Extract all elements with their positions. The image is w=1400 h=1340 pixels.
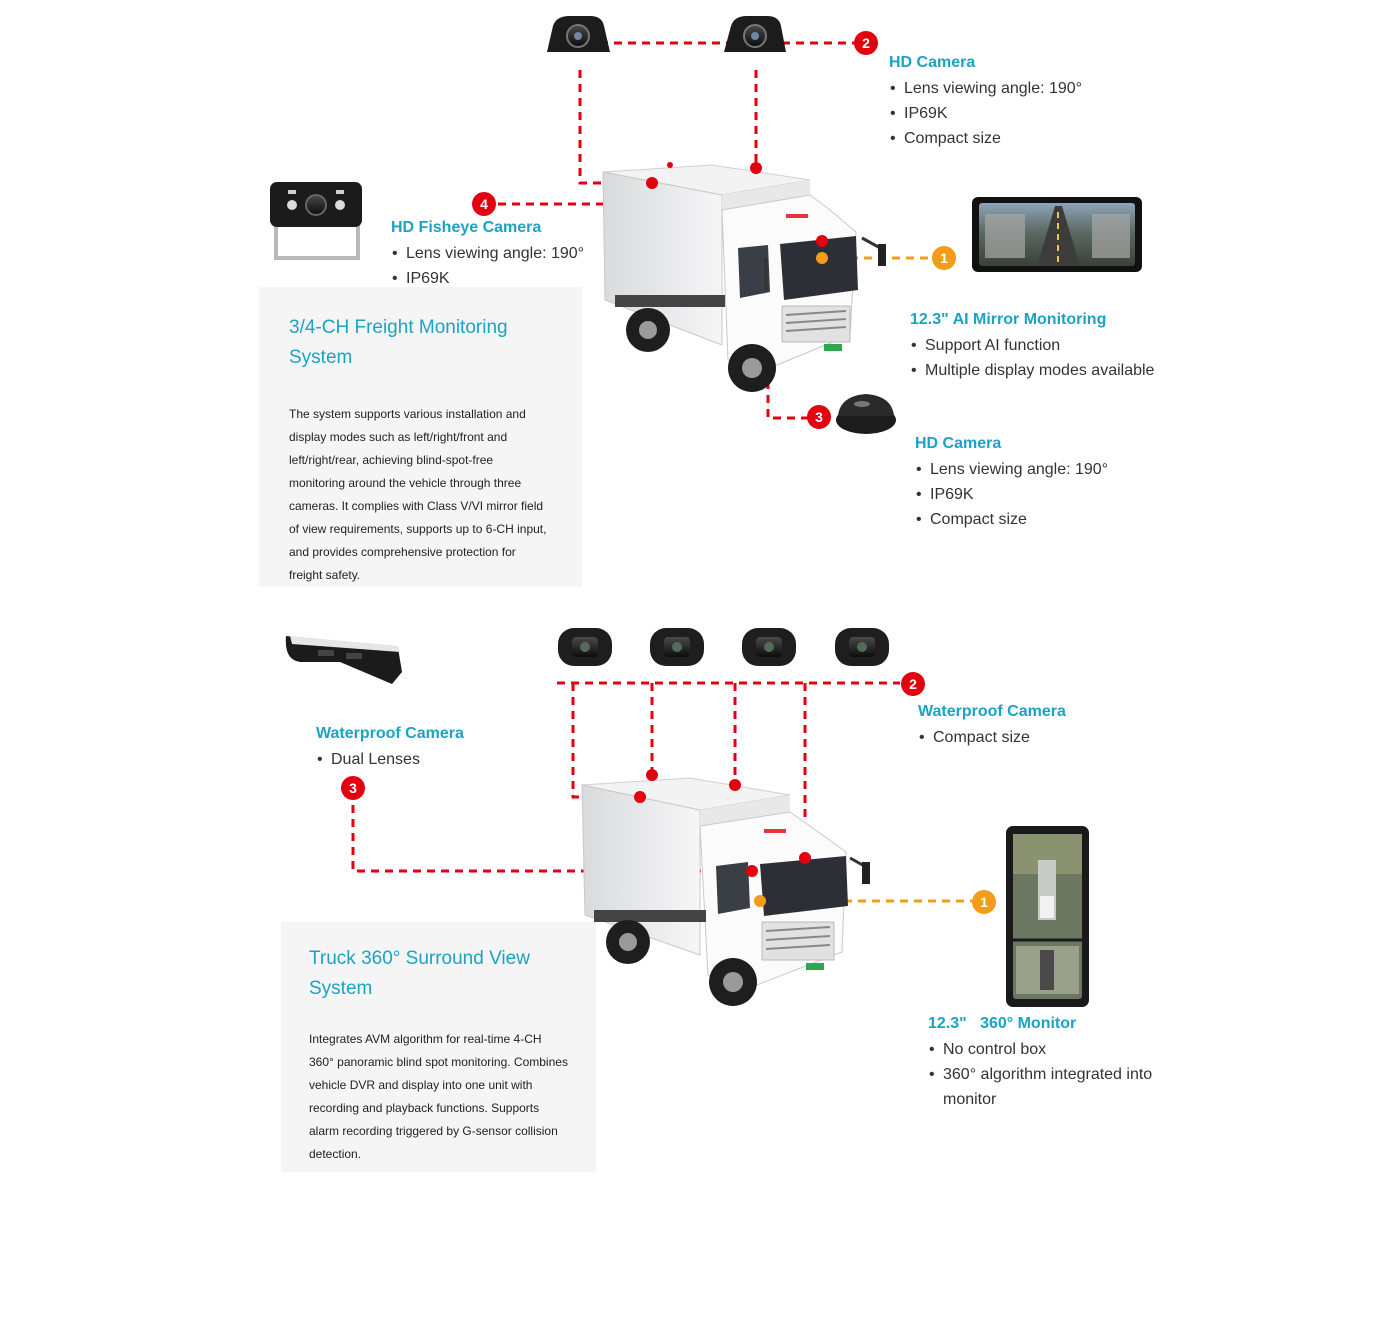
hd-camera-top-title: HD Camera <box>889 54 976 71</box>
ai-monitor-spec: 12.3" AI Mirror Monitoring Support AI fu… <box>910 311 1154 383</box>
fisheye-camera-spec: HD Fisheye Camera Lens viewing angle: 19… <box>391 219 584 291</box>
surround-monitor-bullet: 360° algorithm integrated into monitor <box>929 1062 1158 1112</box>
waterproof-compact-bullet: Compact size <box>919 725 1066 750</box>
hd-camera-icon-right <box>724 16 786 52</box>
surround-view-monitor-icon <box>1006 826 1089 1007</box>
truck-illustration-1 <box>602 164 886 392</box>
marker-2-system2: 2 <box>901 672 925 696</box>
fisheye-camera-bullet: IP69K <box>392 266 584 291</box>
waterproof-dual-title: Waterproof Camera <box>316 725 464 742</box>
ai-mirror-monitor-icon <box>972 197 1142 272</box>
hd-camera-bottom-bullet: IP69K <box>916 482 1108 507</box>
surround-monitor-title: 12.3" 360° Monitor <box>928 1015 1077 1032</box>
hd-camera-bottom-bullet: Lens viewing angle: 190° <box>916 457 1108 482</box>
surround-system-title: Truck 360° Surround View System <box>309 948 530 999</box>
waterproof-compact-spec: Waterproof Camera Compact size <box>918 703 1066 750</box>
marker-3-system1: 3 <box>807 405 831 429</box>
ai-monitor-bullet: Support AI function <box>911 333 1154 358</box>
waterproof-camera-icon-1 <box>558 628 612 666</box>
truck1-small-markers <box>646 162 828 264</box>
svg-text:1: 1 <box>980 894 988 910</box>
hd-camera-bottom-spec: HD Camera Lens viewing angle: 190° IP69K… <box>915 435 1108 532</box>
svg-text:3: 3 <box>815 409 823 425</box>
waterproof-dual-spec: Waterproof Camera Dual Lenses <box>316 725 464 772</box>
waterproof-camera-icon-2 <box>650 628 704 666</box>
surround-monitor-spec: 12.3" 360° Monitor No control box 360° a… <box>928 1015 1188 1112</box>
fisheye-camera-bullet: Lens viewing angle: 190° <box>392 241 584 266</box>
freight-system-title: 3/4-CH Freight Monitoring System <box>289 317 508 368</box>
marker-3-system2: 3 <box>341 776 365 800</box>
freight-system-card: 3/4-CH Freight Monitoring System The sys… <box>259 287 582 587</box>
round-camera-icon <box>836 394 896 434</box>
fisheye-camera-title: HD Fisheye Camera <box>391 219 542 236</box>
dual-lens-camera-icon <box>285 636 402 684</box>
hd-camera-bottom-title: HD Camera <box>915 435 1002 452</box>
surround-system-card: Truck 360° Surround View System Integrat… <box>281 922 596 1172</box>
ai-monitor-bullet: Multiple display modes available <box>911 358 1154 383</box>
svg-text:3: 3 <box>349 780 357 796</box>
svg-text:2: 2 <box>909 676 917 692</box>
waterproof-dual-bullet: Dual Lenses <box>317 747 464 772</box>
waterproof-camera-icon-3 <box>742 628 796 666</box>
svg-text:2: 2 <box>862 35 870 51</box>
waterproof-camera-icon-4 <box>835 628 889 666</box>
marker-1-system2: 1 <box>972 890 996 914</box>
hd-camera-icon-left <box>547 16 610 52</box>
hd-camera-bottom-bullet: Compact size <box>916 507 1108 532</box>
surround-monitor-bullet: No control box <box>929 1037 1188 1062</box>
hd-camera-top-bullet: Compact size <box>890 126 1082 151</box>
fisheye-camera-icon <box>270 182 362 260</box>
hd-camera-top-bullet: IP69K <box>890 101 1082 126</box>
hd-camera-top-bullet: Lens viewing angle: 190° <box>890 76 1082 101</box>
marker-2-system1: 2 <box>854 31 878 55</box>
waterproof-compact-title: Waterproof Camera <box>918 703 1066 720</box>
hd-camera-top-spec: HD Camera Lens viewing angle: 190° IP69K… <box>889 54 1082 151</box>
marker-4-system1: 4 <box>472 192 496 216</box>
surround-system-description: Integrates AVM algorithm for real-time 4… <box>309 1032 568 1161</box>
svg-text:4: 4 <box>480 196 488 212</box>
svg-text:1: 1 <box>940 250 948 266</box>
truck-illustration-2 <box>581 777 870 1006</box>
truck2-small-markers <box>634 769 811 907</box>
marker-1-system1: 1 <box>932 246 956 270</box>
freight-system-description: The system supports various installation… <box>289 407 547 582</box>
ai-monitor-title: 12.3" AI Mirror Monitoring <box>910 311 1107 328</box>
